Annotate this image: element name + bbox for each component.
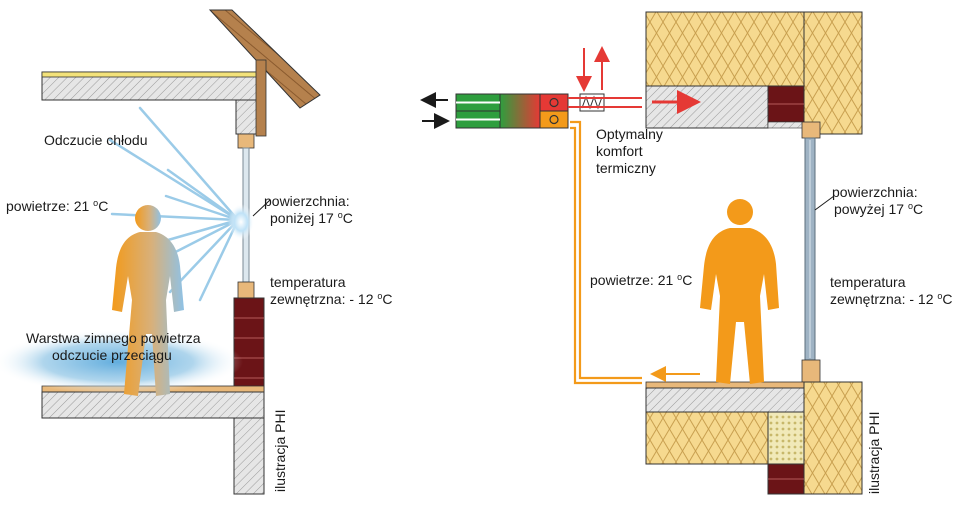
left-roof-rafter bbox=[208, 9, 321, 109]
left-brick-wall bbox=[233, 297, 265, 397]
cold-sensation-label: Odczucie chłodu bbox=[44, 132, 148, 148]
left-surface-leader bbox=[252, 199, 271, 217]
cold-layer-label: Warstwa zimnego powietrza odczucie przec… bbox=[26, 330, 201, 363]
cold-radiation-rays bbox=[108, 106, 240, 302]
right-floor-insulation bbox=[645, 411, 769, 465]
right-building-section bbox=[645, 11, 863, 495]
extract-duct bbox=[570, 120, 642, 385]
left-surface-label: powierzchnia: poniżej 17 oC bbox=[264, 193, 353, 226]
cold-air-layer bbox=[0, 330, 243, 394]
right-air-temp-label: powietrze: 21 oC bbox=[590, 272, 693, 288]
right-window-sill bbox=[801, 359, 821, 383]
left-foundation-wall bbox=[233, 417, 265, 495]
right-ceiling-insulation bbox=[645, 11, 805, 87]
ventilation-unit bbox=[455, 93, 642, 129]
right-outside-temp-label: temperatura zewnętrzna: - 12 oC bbox=[830, 274, 953, 307]
right-person-silhouette bbox=[700, 199, 779, 384]
left-credit-label: ilustracja PHI bbox=[272, 409, 288, 492]
left-outside-temp-label: temperatura zewnętrzna: - 12 oC bbox=[270, 274, 393, 307]
left-air-temp-label: powietrze: 21 oC bbox=[6, 198, 109, 214]
right-floor-slab bbox=[645, 387, 805, 413]
comfort-label: Optymalny komfort termiczny bbox=[596, 126, 663, 176]
right-window-head bbox=[801, 121, 821, 139]
right-surface-leader bbox=[814, 195, 835, 211]
left-person-silhouette bbox=[112, 205, 184, 396]
right-credit-label: ilustracja PHI bbox=[866, 411, 882, 494]
heat-exchanger bbox=[499, 93, 541, 129]
right-surface-label: powierzchnia: powyżej 17 oC bbox=[832, 184, 924, 217]
left-window-sill bbox=[237, 281, 255, 299]
cold-window-glow bbox=[228, 204, 254, 240]
left-window-head bbox=[237, 133, 255, 149]
